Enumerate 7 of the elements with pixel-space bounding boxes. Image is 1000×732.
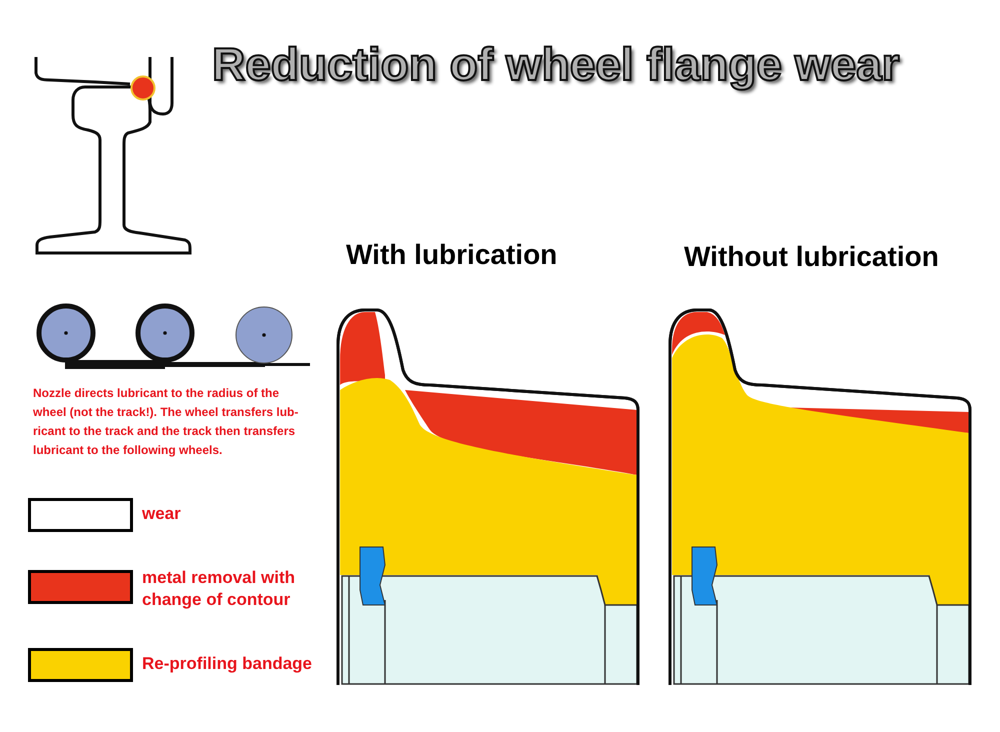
legend-label: Re-profiling bandage: [142, 653, 312, 675]
description-text: Nozzle directs lubricant to the radius of the wheel (not the track!). The wheel transfers lub-ricant to the track and the track then transfers lubricant to the following wheels.: [33, 385, 300, 459]
title: Reduction of wheel flange wear: [212, 37, 900, 92]
legend-label: metal removal with change of contour: [142, 567, 296, 611]
heading: With lubrication: [346, 238, 558, 272]
legend-label: wear: [142, 503, 182, 525]
heading: Without lubrication: [684, 240, 939, 274]
